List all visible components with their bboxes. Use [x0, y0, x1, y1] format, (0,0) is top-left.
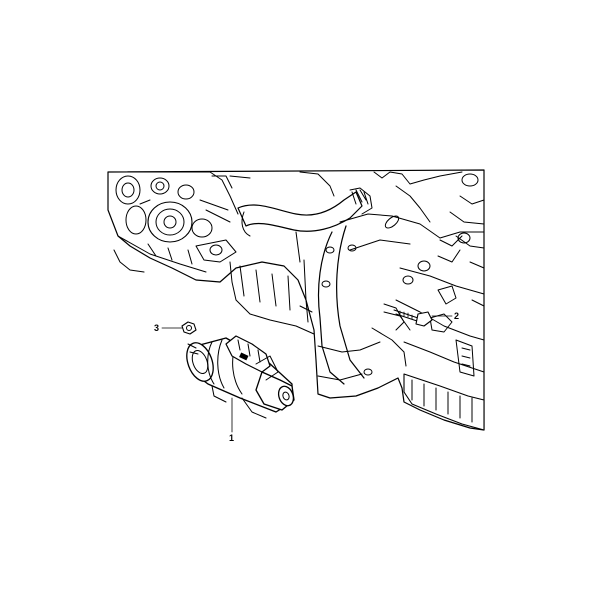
- coolant-hose: [237, 187, 373, 237]
- mounting-nut: [181, 321, 197, 335]
- callout-label-2: 2: [454, 311, 459, 321]
- mounting-bolt: [393, 309, 433, 327]
- callout-2: 2: [431, 311, 459, 321]
- callout-label-3: 3: [154, 323, 159, 333]
- bell-housing: [295, 213, 441, 385]
- engine-transmission-assembly: [107, 169, 485, 431]
- transmission-housing: [383, 232, 485, 431]
- callout-label-1: 1: [229, 433, 234, 443]
- engine-front-cluster: [107, 171, 251, 273]
- engine-top-right: [299, 171, 485, 249]
- callout-3: 3: [154, 323, 183, 333]
- oil-pan: [229, 261, 411, 381]
- callout-1: 1: [229, 397, 234, 443]
- starter-motor: [186, 335, 295, 419]
